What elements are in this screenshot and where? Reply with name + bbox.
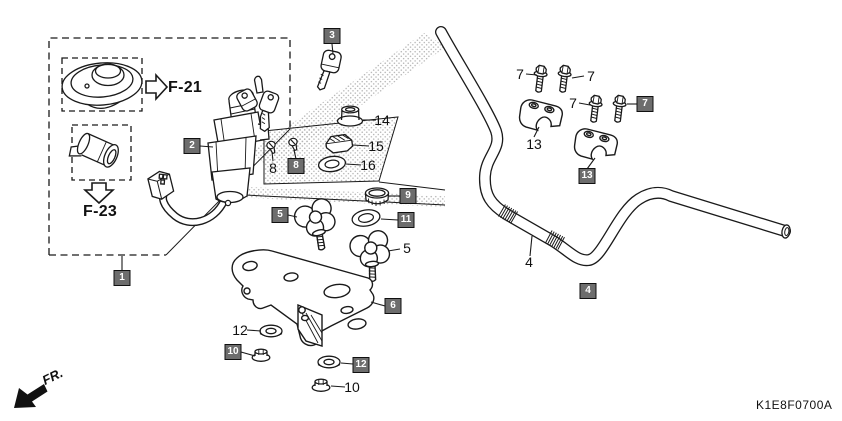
callout-boxed-9[interactable]: 9 (399, 188, 417, 204)
callout-boxed-12[interactable]: 12 (352, 357, 370, 373)
fr-direction-arrow-icon (14, 384, 48, 408)
callout-boxed-11[interactable]: 11 (397, 212, 415, 228)
callout-boxed-13[interactable]: 13 (578, 168, 596, 184)
wire-connector (147, 170, 175, 200)
callout-boxed-6[interactable]: 6 (384, 298, 402, 314)
part-15-drawing (325, 133, 354, 154)
arrow-down-icon (82, 182, 116, 205)
callout-plain-14: 14 (374, 112, 390, 128)
handlebar-drawing (435, 26, 791, 267)
ref-label-f23[interactable]: F-23 (83, 203, 118, 220)
part-14-drawing (336, 105, 364, 127)
fuel-cap-drawing (61, 62, 143, 109)
callout-plain-7: 7 (587, 68, 595, 84)
leader-lines (121, 43, 637, 388)
callout-boxed-2[interactable]: 2 (183, 138, 201, 154)
fuel-cap-ref-box (61, 57, 143, 112)
callout-plain-13: 13 (526, 136, 542, 152)
callout-boxed-7[interactable]: 7 (636, 96, 654, 112)
callout-boxed-8[interactable]: 8 (287, 158, 305, 174)
part-16-drawing (317, 155, 347, 173)
ignition-switch-drawing (207, 75, 270, 207)
callout-plain-7: 7 (569, 95, 577, 111)
callout-boxed-3[interactable]: 3 (323, 28, 341, 44)
callout-boxed-5[interactable]: 5 (271, 207, 289, 223)
callout-plain-15: 15 (368, 138, 384, 154)
part-11-drawing (351, 209, 381, 227)
callout-plain-10: 10 (344, 379, 360, 395)
diagram-part-code: K1E8F0700A (756, 398, 833, 412)
callout-boxed-10[interactable]: 10 (224, 344, 242, 360)
ref-label-f21[interactable]: F-21 (168, 79, 203, 96)
callout-plain-7: 7 (516, 66, 524, 82)
part-9-drawing (364, 187, 390, 206)
callout-plain-16: 16 (360, 157, 376, 173)
key-3-drawing (316, 49, 342, 91)
callout-boxed-1[interactable]: 1 (113, 270, 131, 286)
bracket-6-drawing (231, 249, 375, 347)
callout-plain-12: 12 (232, 322, 248, 338)
lock-cylinder-drawing (68, 132, 119, 168)
callout-boxed-4[interactable]: 4 (579, 283, 597, 299)
key-pair-drawing (236, 88, 280, 133)
group-boundary-dashed (48, 37, 291, 256)
arrow-right-icon (145, 72, 169, 102)
callout-plain-5: 5 (403, 240, 411, 256)
callout-plain-4: 4 (525, 254, 533, 270)
callout-plain-8: 8 (269, 160, 277, 176)
